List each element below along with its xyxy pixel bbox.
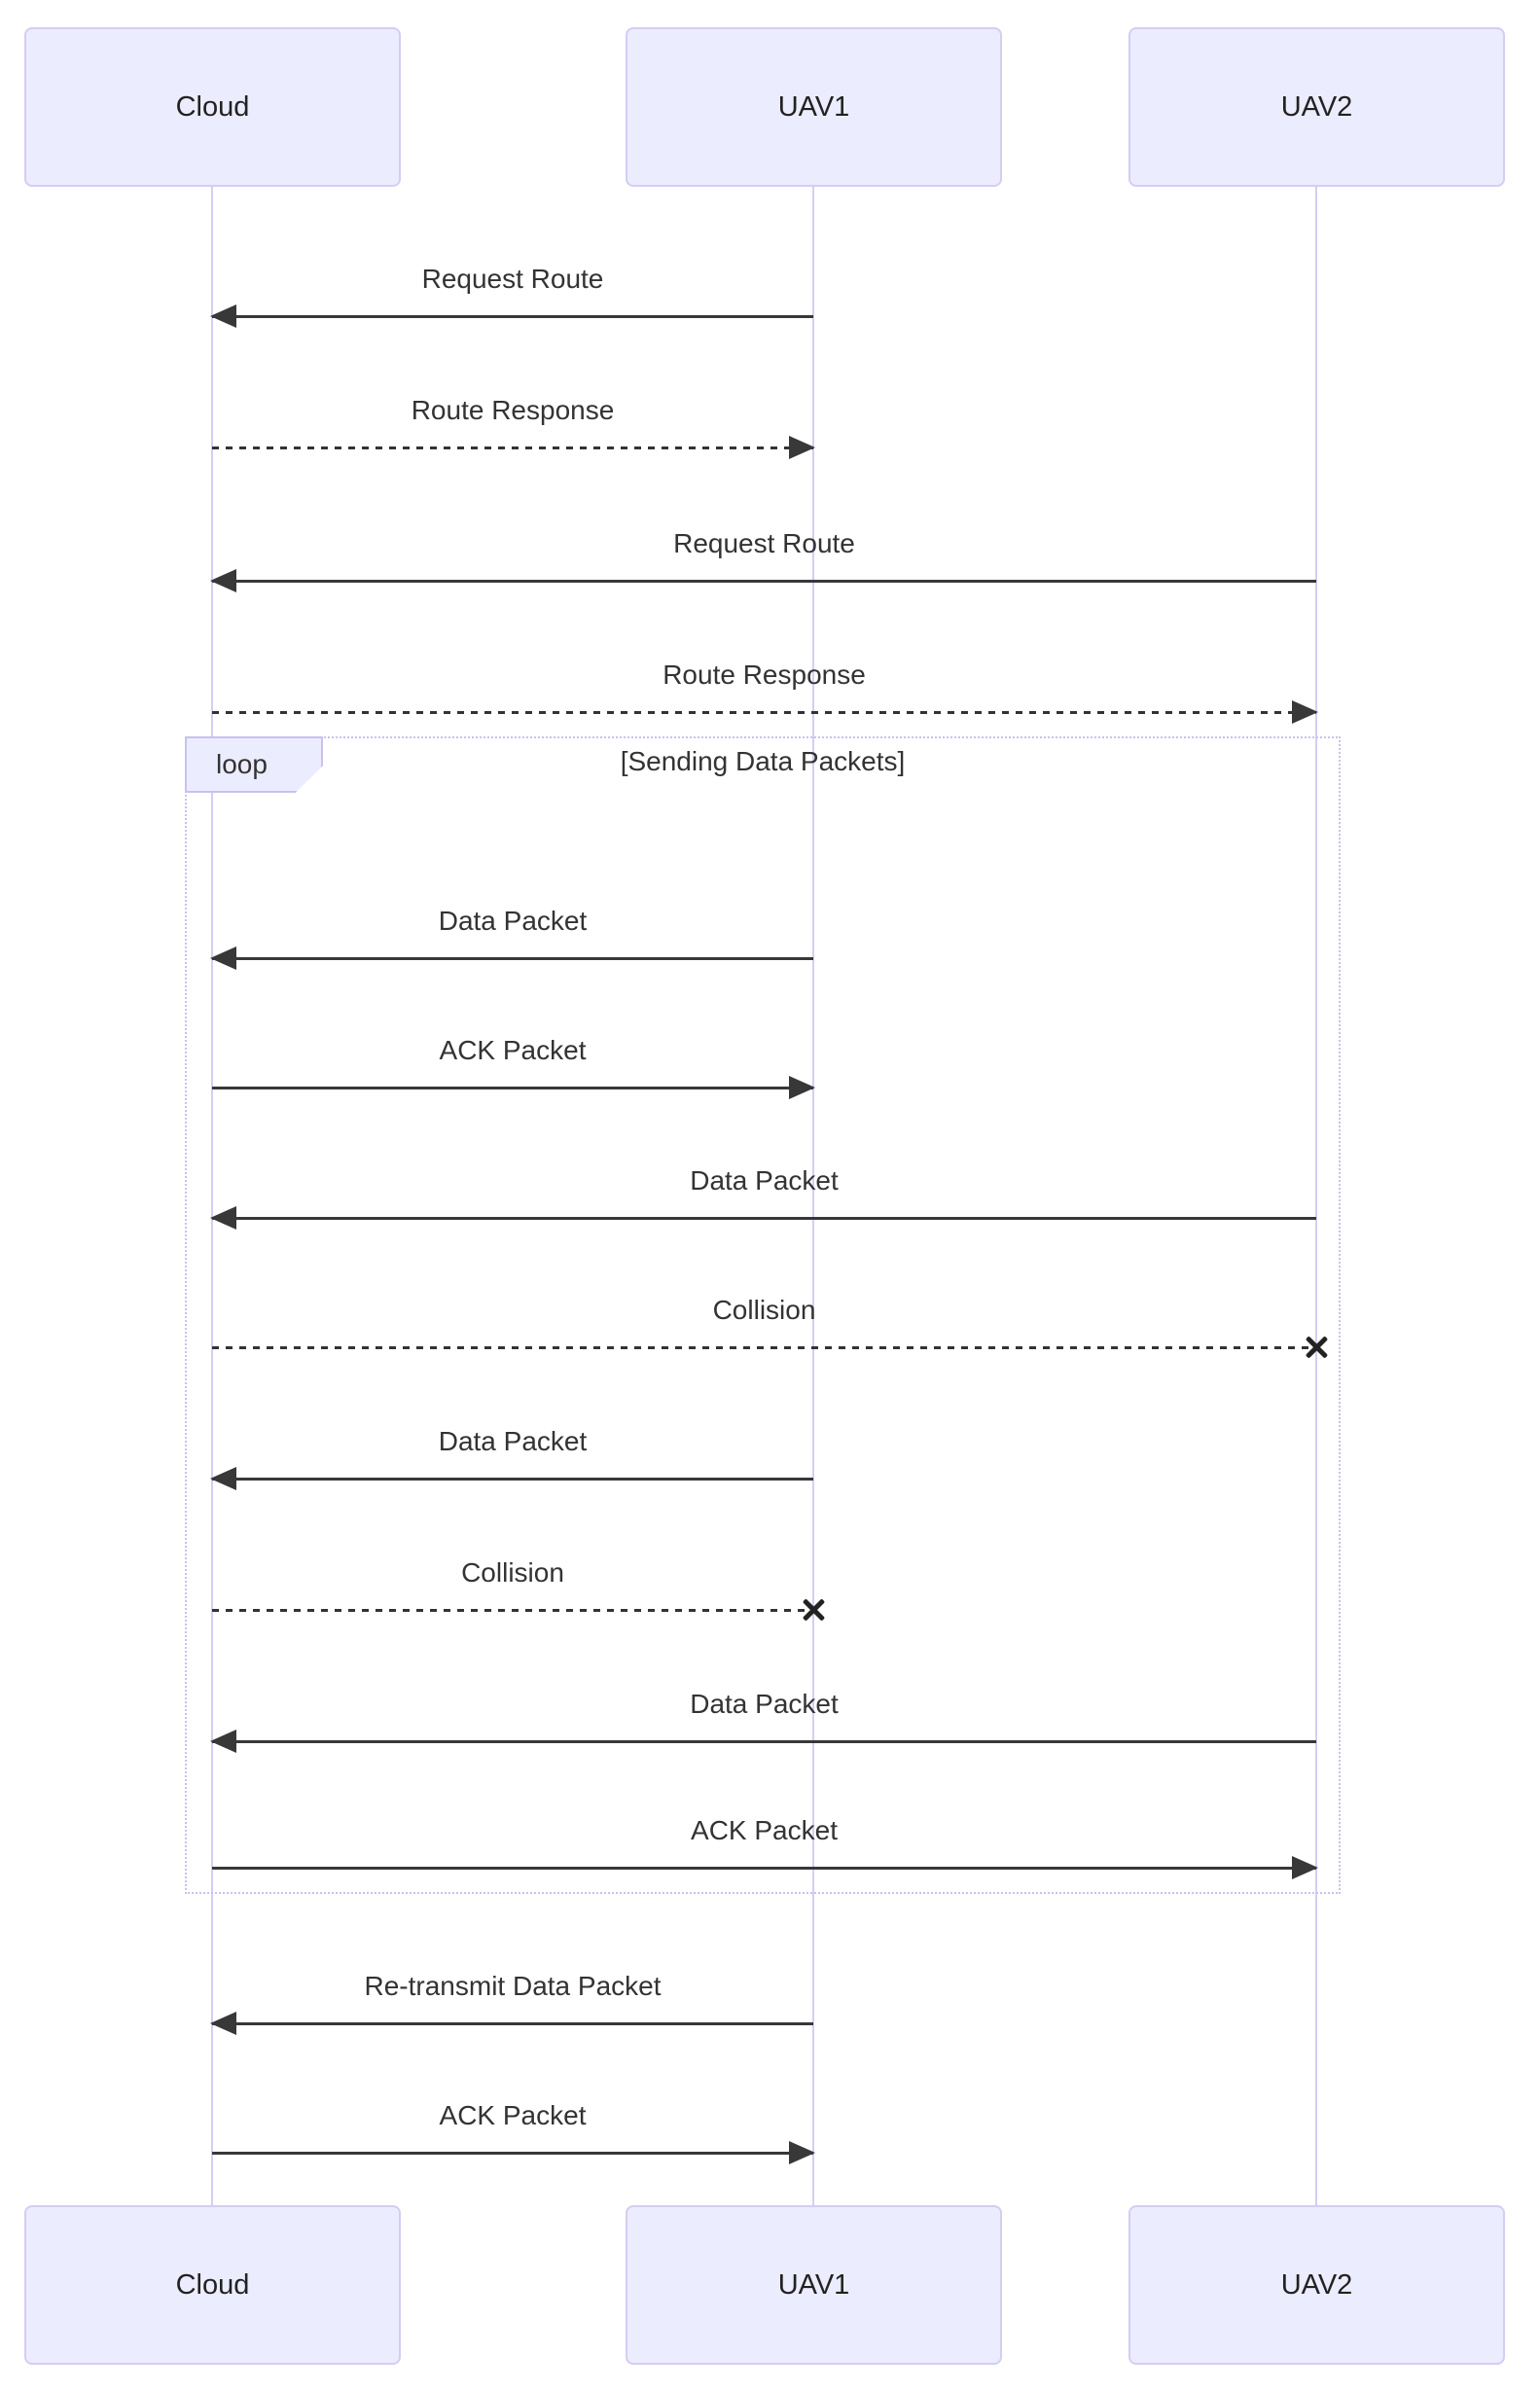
message-label: ACK Packet: [439, 2100, 587, 2130]
arrowhead-left-icon: [210, 569, 236, 592]
message-label: Collision: [712, 1295, 816, 1325]
message-label: ACK Packet: [691, 1815, 838, 1845]
actor-label-uav1: UAV1: [777, 90, 850, 123]
message-label: Route Response: [411, 395, 615, 425]
arrowhead-right-icon: [1292, 1856, 1318, 1879]
arrowhead-left-icon: [210, 304, 236, 328]
message-line: [212, 1217, 1316, 1220]
message-label: Data Packet: [690, 1165, 839, 1196]
message-label: Collision: [461, 1557, 564, 1588]
message-label: Data Packet: [438, 1426, 588, 1456]
message-line: [212, 1867, 1316, 1870]
lifeline-cloud: [211, 187, 213, 2205]
collision-cross-icon: [1303, 1334, 1330, 1361]
message-line: [212, 957, 813, 960]
message-line: [212, 2022, 813, 2025]
message-line: [212, 711, 1316, 714]
message-line: [212, 1087, 813, 1089]
arrowhead-right-icon: [789, 1076, 815, 1099]
arrowhead-right-icon: [1292, 700, 1318, 724]
message-label: Request Route: [421, 264, 604, 294]
arrowhead-left-icon: [210, 1206, 236, 1230]
arrowhead-left-icon: [210, 1467, 236, 1490]
actor-label-uav2: UAV2: [1280, 2268, 1353, 2301]
actor-label-cloud: Cloud: [175, 2268, 250, 2301]
message-line: [212, 315, 813, 318]
actor-box-uav2-bottom: UAV2: [1128, 2205, 1505, 2365]
lifeline-uav1: [812, 187, 814, 2205]
message-line: [212, 1740, 1316, 1743]
actor-box-uav2-top: UAV2: [1128, 27, 1505, 187]
actor-box-cloud-top: Cloud: [24, 27, 401, 187]
message-line: [212, 1609, 813, 1612]
loop-frame: loop [Sending Data Packets]: [185, 736, 1341, 1894]
collision-cross-icon: [800, 1596, 827, 1624]
arrowhead-right-icon: [789, 2141, 815, 2164]
message-label: Re-transmit Data Packet: [364, 1971, 662, 2001]
lifeline-uav2: [1315, 187, 1317, 2205]
actor-label-uav2: UAV2: [1280, 90, 1353, 123]
message-label: Route Response: [663, 660, 866, 690]
loop-condition-label: [Sending Data Packets]: [620, 746, 906, 776]
message-line: [212, 1346, 1316, 1349]
arrowhead-right-icon: [789, 436, 815, 459]
loop-keyword-label: loop: [216, 749, 268, 779]
message-label: Data Packet: [438, 906, 588, 936]
arrowhead-left-icon: [210, 946, 236, 970]
message-line: [212, 1478, 813, 1481]
loop-keyword-tag: loop: [185, 736, 323, 793]
message-line: [212, 580, 1316, 583]
message-label: Request Route: [673, 528, 855, 558]
actor-box-uav1-top: UAV1: [626, 27, 1002, 187]
actor-box-uav1-bottom: UAV1: [626, 2205, 1002, 2365]
actor-label-uav1: UAV1: [777, 2268, 850, 2301]
message-line: [212, 446, 813, 449]
actor-label-cloud: Cloud: [175, 90, 250, 123]
arrowhead-left-icon: [210, 1730, 236, 1753]
message-line: [212, 2152, 813, 2155]
message-label: Data Packet: [690, 1689, 839, 1719]
actor-box-cloud-bottom: Cloud: [24, 2205, 401, 2365]
arrowhead-left-icon: [210, 2012, 236, 2035]
message-label: ACK Packet: [439, 1035, 587, 1065]
